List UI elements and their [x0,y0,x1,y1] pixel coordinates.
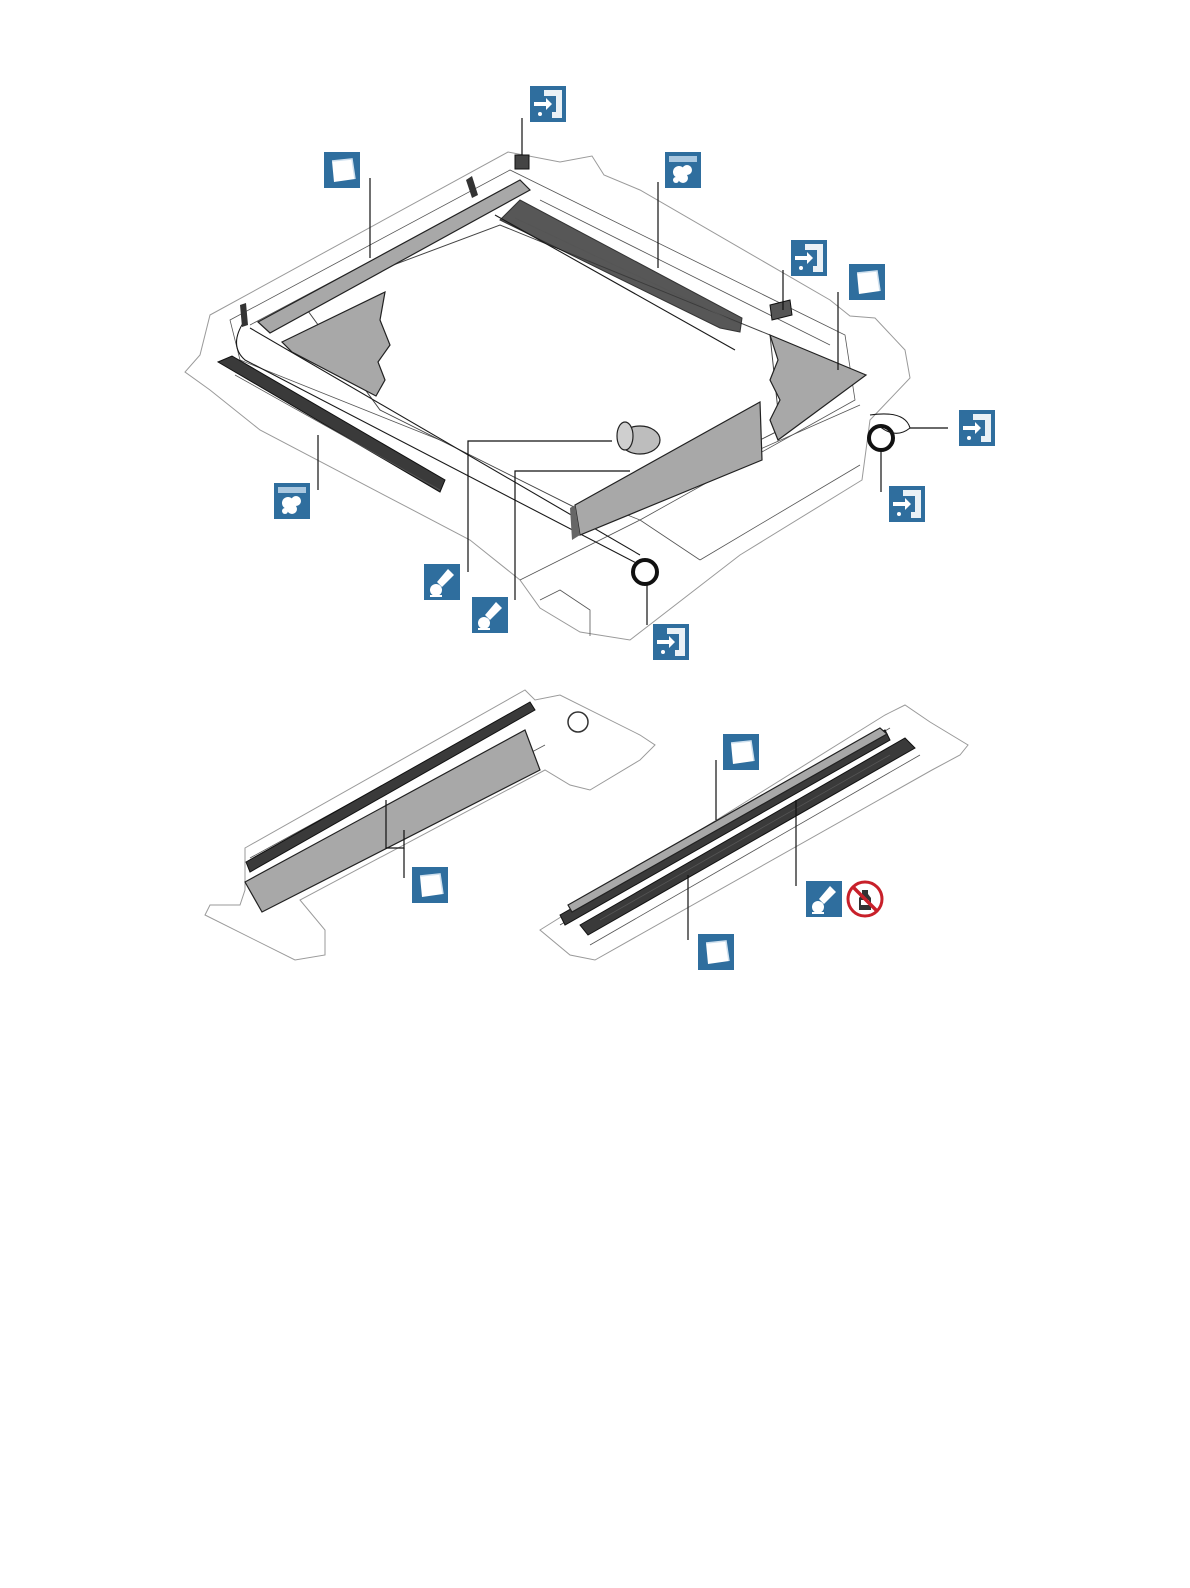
clean-icon [849,264,885,300]
no-alcohol-icon [848,882,882,916]
replace-icon [959,410,995,446]
lubricate-icon [274,483,310,519]
pulley-front [633,560,657,584]
lubricate-icon [665,152,701,188]
grease-icon [806,881,842,917]
clean-icon [324,152,360,188]
pulley-right [869,426,893,450]
clean-icon [412,867,448,903]
clean-icon [698,934,734,970]
rail-pad [245,730,540,912]
grease-icon [424,564,460,600]
replace-icon [889,486,925,522]
replace-icon [791,240,827,276]
replace-icon [530,86,566,122]
clean-icon [723,734,759,770]
replace-icon [653,624,689,660]
grease-icon [472,597,508,633]
scanner-frame-assembly [185,152,910,640]
